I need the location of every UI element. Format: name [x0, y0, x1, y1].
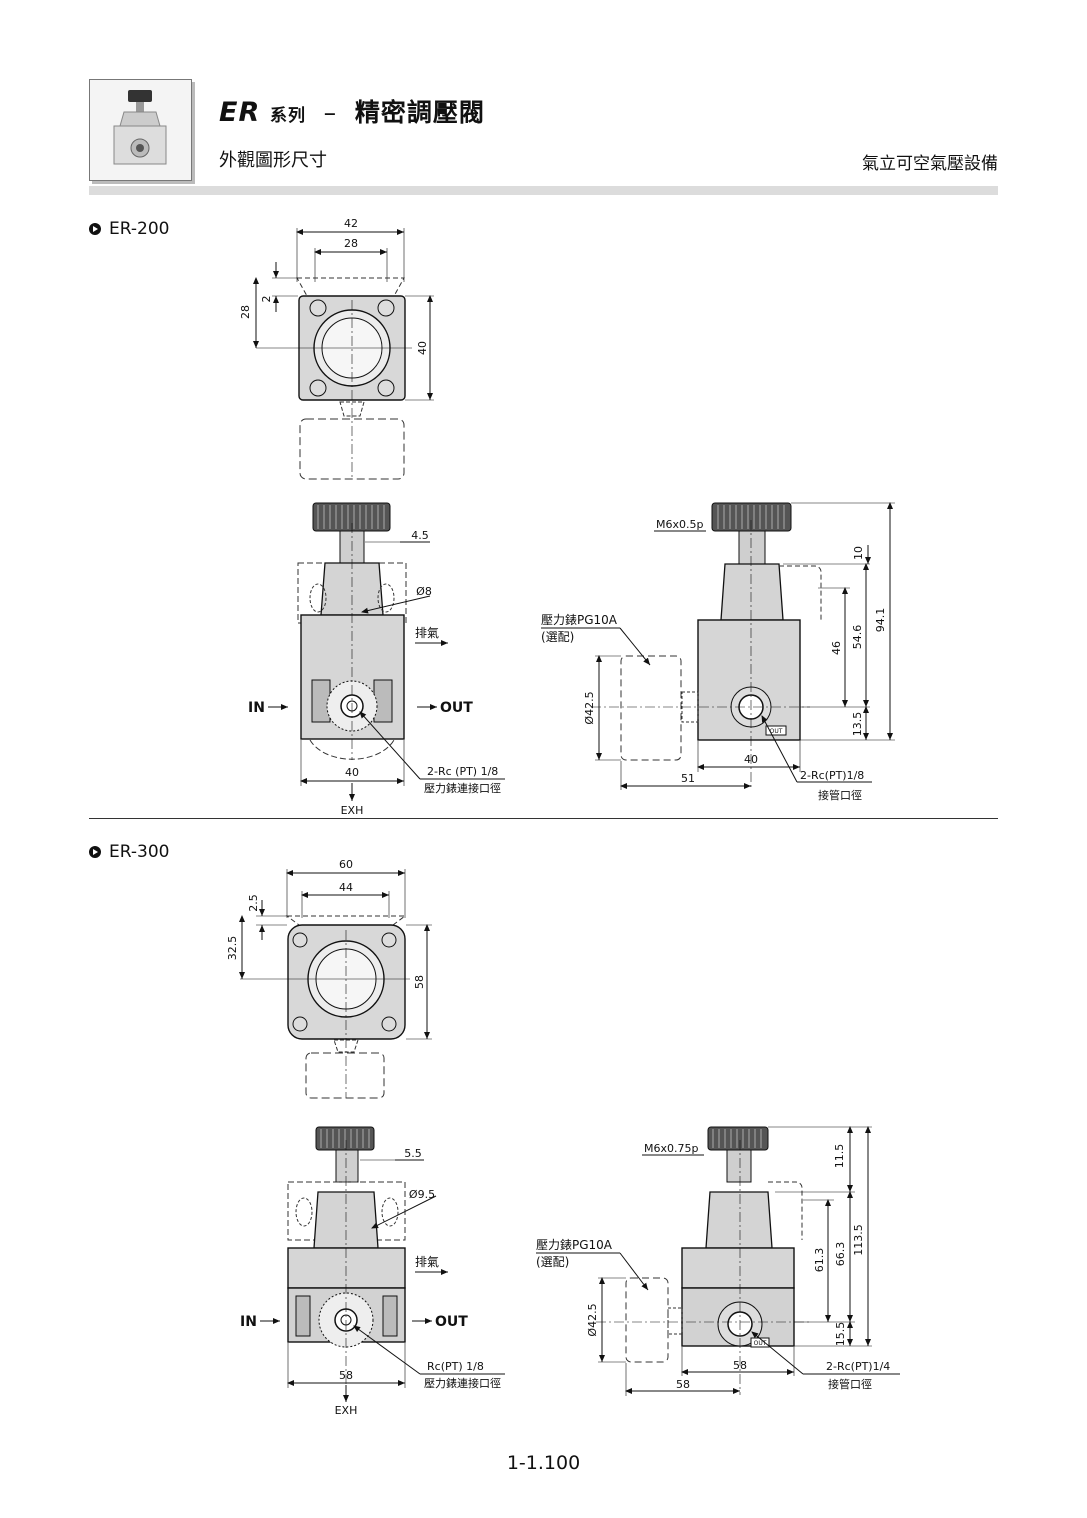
- exh-label: EXH: [341, 804, 364, 817]
- dim-text: 58: [676, 1378, 690, 1391]
- model-name: ER-200: [109, 219, 170, 239]
- port-note: 壓力錶連接口徑: [424, 1376, 501, 1390]
- model-heading-er300: ER-300: [89, 842, 169, 862]
- dim-text: Ø42.5: [583, 691, 596, 724]
- dim-text: 40: [345, 766, 359, 779]
- dim-text: 15.5: [834, 1322, 847, 1347]
- dim-text: 42: [344, 217, 358, 230]
- in-port-label: IN: [248, 700, 265, 716]
- port-note: 壓力錶連接口徑: [424, 781, 501, 795]
- page-title: ER 系列 – 精密調壓閥: [219, 93, 485, 129]
- dim-text: 28: [344, 237, 358, 250]
- port-note: 接管口徑: [818, 788, 862, 802]
- out-port-label: OUT: [435, 1314, 468, 1330]
- bullet-icon: [89, 223, 101, 235]
- dim-text: 2: [260, 296, 273, 303]
- dim-text: 40: [416, 341, 429, 355]
- company-name: 氣立可空氣壓設備: [862, 154, 998, 174]
- out-port-label: OUT: [440, 700, 473, 716]
- port-note: 2-Rc(PT)1/4: [826, 1360, 890, 1373]
- dim-text: 94.1: [874, 608, 887, 633]
- dim-text: 2.5: [247, 894, 260, 912]
- gauge-option: (選配): [536, 1255, 569, 1269]
- er200-front-view: 4.5 Ø8 排氣 IN OUT 40 EXH 2-Rc (PT) 1/8 壓力…: [248, 502, 505, 817]
- er200-side-view: M6x0.5p OUT 壓力錶PG10A (選配) Ø42.5 10 46 54…: [541, 502, 895, 802]
- dim-text: 51: [681, 772, 695, 785]
- dim-text: 28: [239, 305, 252, 319]
- dim-text: 58: [413, 975, 426, 989]
- dim-text: 4.5: [411, 529, 429, 542]
- series-word: 系列: [269, 106, 306, 126]
- out-tag: OUT: [770, 728, 783, 735]
- in-port-label: IN: [240, 1314, 257, 1330]
- port-note: Rc(PT) 1/8: [427, 1360, 484, 1373]
- port-note: 2-Rc(PT)1/8: [800, 769, 864, 782]
- model-name: ER-300: [109, 842, 170, 862]
- header-divider: [89, 186, 998, 195]
- title-dash: –: [323, 98, 338, 127]
- page-subtitle: 外觀圖形尺寸: [219, 150, 327, 171]
- thread-label: M6x0.5p: [656, 518, 703, 531]
- gauge-label: 壓力錶PG10A: [536, 1237, 613, 1252]
- dim-text: 54.6: [851, 625, 864, 650]
- dim-text: Ø42.5: [586, 1303, 599, 1336]
- dim-text: 10: [852, 546, 865, 560]
- gauge-option: (選配): [541, 630, 574, 644]
- exhaust-label: 排氣: [415, 1255, 439, 1269]
- dim-text: 46: [830, 641, 843, 655]
- dim-text: 58: [339, 1369, 353, 1382]
- gauge-label: 壓力錶PG10A: [541, 612, 618, 627]
- er200-top-view: 42 28 2 28 40: [239, 217, 434, 480]
- dim-text: 32.5: [226, 936, 239, 961]
- er300-front-view: 5.5 Ø9.5 排氣 IN OUT 58 EXH Rc(PT) 1/8 壓力錶…: [240, 1126, 505, 1417]
- dim-text: 40: [744, 753, 758, 766]
- dim-text: 60: [339, 858, 353, 871]
- dim-text: Ø9.5: [409, 1188, 435, 1201]
- er300-top-view: 60 44 2.5 32.5 58: [226, 858, 432, 1099]
- exh-label: EXH: [335, 1404, 358, 1417]
- dim-text: 113.5: [852, 1224, 865, 1256]
- port-note: 接管口徑: [828, 1377, 872, 1391]
- series-code: ER: [219, 97, 261, 128]
- er300-side-view: M6x0.75p OUT 壓力錶PG10A (選配) Ø42.5 11.5 61…: [536, 1126, 900, 1396]
- port-note: 2-Rc (PT) 1/8: [427, 765, 498, 778]
- dim-text: 58: [733, 1359, 747, 1372]
- regulator-photo-icon: [113, 90, 167, 165]
- product-name: 精密調壓閥: [354, 98, 485, 127]
- product-thumbnail: [89, 79, 192, 181]
- model-heading-er200: ER-200: [89, 219, 169, 239]
- bullet-icon: [89, 846, 101, 858]
- dim-text: 13.5: [851, 712, 864, 737]
- dim-text: 44: [339, 881, 353, 894]
- dim-text: 61.3: [813, 1248, 826, 1273]
- dim-text: 11.5: [833, 1144, 846, 1169]
- page-number: 1-1.100: [506, 1452, 581, 1474]
- exhaust-label: 排氣: [415, 626, 439, 640]
- dim-text: 66.3: [834, 1242, 847, 1267]
- section-divider: [89, 818, 998, 819]
- dim-text: 5.5: [404, 1147, 422, 1160]
- thread-label: M6x0.75p: [644, 1142, 698, 1155]
- out-tag: OUT: [754, 1340, 767, 1347]
- dim-text: Ø8: [416, 585, 432, 598]
